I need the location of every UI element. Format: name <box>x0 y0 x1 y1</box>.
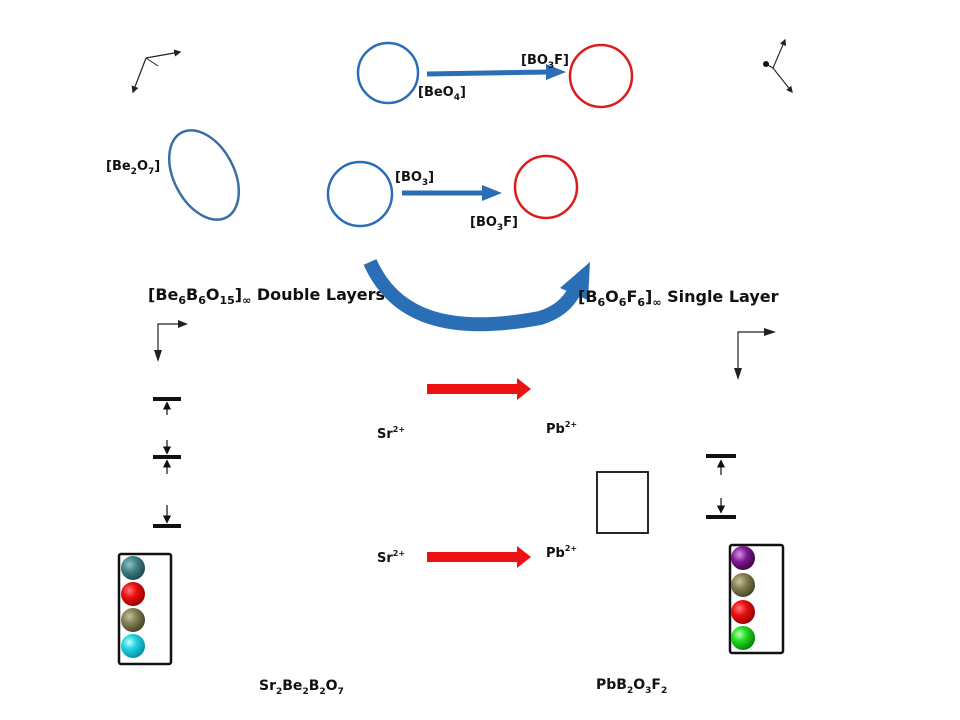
axis-b-arrow <box>131 57 147 94</box>
axis-a-arrow <box>145 49 182 59</box>
legend-box <box>728 543 785 655</box>
axis-c-arrowhead <box>154 350 162 362</box>
pb-cation-label-2: Pb2+ <box>546 544 577 561</box>
axis-triad-c <box>154 320 188 362</box>
axis-a-arrow <box>772 67 793 94</box>
legend-swatch-sr <box>121 556 145 580</box>
legend-swatch-pb <box>731 546 755 570</box>
beo4-label: [BeO4] <box>418 85 466 103</box>
arrow-head <box>517 546 531 568</box>
axis-c-stub <box>145 57 159 67</box>
panel-b-caption: [B6O6F6]∞ Single Layer <box>578 287 779 309</box>
legend-c <box>117 552 173 666</box>
legend-swatch-be <box>121 634 145 658</box>
legend-swatch-b <box>731 573 755 597</box>
formula-c: Sr2Be2B2O7 <box>259 678 344 697</box>
legend-swatch-b <box>121 608 145 632</box>
be2o7-label: [Be2O7] <box>106 159 160 177</box>
be2o7-dimer-highlight <box>167 129 241 221</box>
legend-swatch-f <box>731 626 755 650</box>
transform-arrows-cd <box>427 378 531 568</box>
axis-lines <box>737 331 766 370</box>
panel-a-caption: [Be6B6O15]∞ Double Layers <box>148 285 385 307</box>
axis-b-arrow <box>772 38 786 69</box>
arrow-lower <box>427 552 519 562</box>
axis-c-arrowhead <box>734 368 742 380</box>
bo3f-label-bottom: [BO3F] <box>470 215 518 233</box>
formula-d: PbB2O3F2 <box>596 677 667 696</box>
arrow-head <box>482 185 502 201</box>
arrow-head <box>517 378 531 400</box>
legend-swatch-o <box>731 600 755 624</box>
axis-c-dot <box>763 61 769 67</box>
transform-arrows-ab <box>363 64 590 332</box>
panel-a: [BeO4] [BO3] [Be2O7] [Be6B6O15]∞ Double … <box>106 41 466 307</box>
sr-cation-label-1: Sr2+ <box>377 425 405 442</box>
bo3-label: [BO3] <box>395 170 434 188</box>
distance-markers-c <box>153 397 181 528</box>
bo3-highlight <box>326 160 394 228</box>
legend-d <box>728 543 785 655</box>
axis-lines <box>157 323 180 352</box>
sr-cation-label-2: Sr2+ <box>377 549 405 566</box>
axis-a-arrowhead <box>764 328 776 336</box>
legend-swatch-o <box>121 582 145 606</box>
beo4-highlight <box>356 41 420 105</box>
distance-marker-d <box>706 454 736 519</box>
pb-cation-label-1: Pb2+ <box>546 420 577 437</box>
curved-arrow-head <box>560 262 590 300</box>
arrow-beo4-to-bo3f <box>426 69 549 77</box>
axis-triad-b <box>763 38 793 94</box>
bo3f-highlight-top <box>568 43 634 109</box>
panel-d: Pb2+ Pb2+ PbB2O3F2 <box>546 328 785 696</box>
axis-triad-a <box>131 49 182 94</box>
arrow-head <box>546 64 566 80</box>
panel-c: Sr2+ Sr2+ Sr2Be2B2O7 <box>117 320 405 697</box>
bo3f-highlight-bottom <box>513 154 579 220</box>
axis-triad-d <box>734 328 776 380</box>
panel-b: [BO3F] [BO3F] [B6O6F6]∞ Single Layer <box>470 38 793 309</box>
arrow-single-layer <box>427 384 519 394</box>
axis-a-arrowhead <box>178 320 188 328</box>
curved-arrow-double-to-single <box>363 259 582 332</box>
bo3f-label-top: [BO3F] <box>521 53 569 71</box>
unit-cell-d <box>596 471 649 534</box>
